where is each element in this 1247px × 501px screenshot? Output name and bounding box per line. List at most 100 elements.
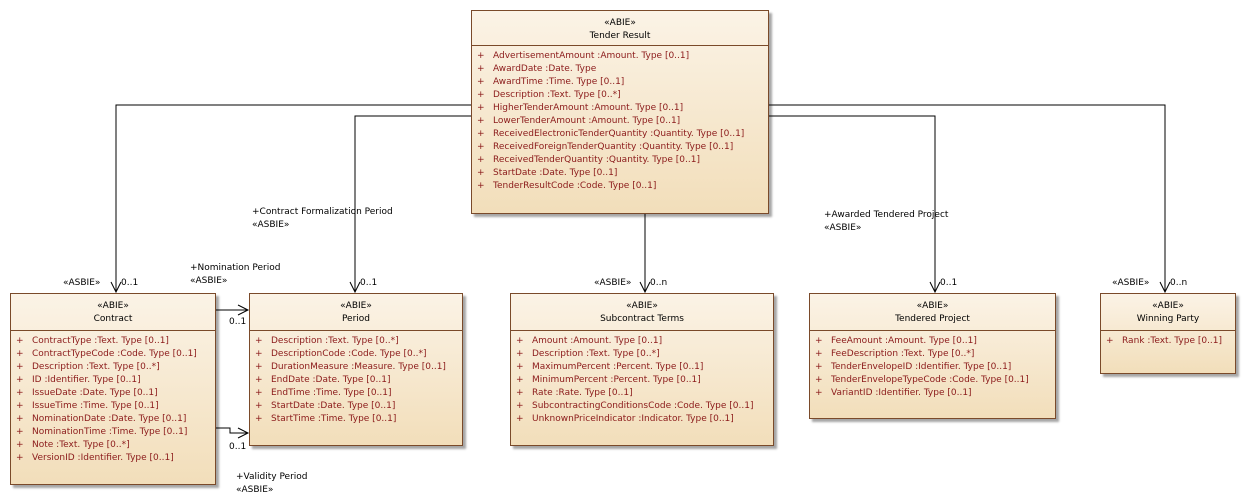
attribute-text: ContractTypeCode :Code. Type [0..1] [32,349,197,359]
class-header: «ABIE» Winning Party [1101,294,1235,331]
attribute-text: MinimumPercent :Percent. Type [0..1] [532,375,701,385]
attribute-text: Rank :Text. Type [0..1] [1122,336,1223,346]
class-header: «ABIE» Contract [11,294,215,331]
attribute-text: NominationDate :Date. Type [0..1] [32,414,187,424]
formalization-multiplicity: 0..1 [360,278,378,288]
attribute-list: + FeeAmount :Amount. Type [0..1] +FeeDescr… [810,331,1055,400]
public-visibility-marker: + [16,414,24,424]
attribute-row: +DescriptionCode :Code. Type [0..*] [250,348,462,361]
class-tendered-project[interactable]: «ABIE» Tendered Project + FeeAmount :Amou… [809,293,1056,419]
tendered-multiplicity: 0..1 [940,278,958,288]
class-header: «ABIE» Tendered Project [810,294,1055,331]
public-visibility-marker: + [516,375,524,385]
arrowhead-validity-period [237,427,250,439]
attribute-text: Description :Text. Type [0..*] [271,336,399,346]
public-visibility-marker: + [516,414,524,424]
attribute-text: FeeAmount :Amount. Type [0..1] [831,336,977,346]
attribute-list: +Rank :Text. Type [0..1] [1101,331,1235,348]
attribute-row: +StartTime :Time. Type [0..1] [250,413,462,426]
arrowhead-subcontract-terms [639,281,651,294]
attribute-text: ID :Identifier. Type [0..1] [32,375,141,385]
arrowhead-tendered-project [929,281,941,294]
public-visibility-marker: + [255,401,263,411]
attribute-row: +ID :Identifier. Type [0..1] [11,374,215,387]
attribute-row: +FeeDescription :Text. Type [0..*] [810,348,1055,361]
tendered-asbie-label: «ASBIE» [824,223,862,233]
class-header: «ABIE» Tender Result [472,11,768,46]
attribute-text: StartDate :Date. Type [0..1] [271,401,396,411]
class-winning-party[interactable]: «ABIE» Winning Party +Rank :Text. Type [… [1100,293,1236,374]
attribute-row: +ContractType :Text. Type [0..1] [11,335,215,348]
class-contract[interactable]: «ABIE» Contract +ContractType :Text. Typ… [10,293,216,485]
public-visibility-marker: + [516,362,524,372]
attribute-text: Note :Text. Type [0..*] [32,440,130,450]
class-subcontract-terms[interactable]: «ABIE» Subcontract Terms + Amount :Amount… [510,293,774,446]
attribute-row: + NominationDate :Date. Type [0..1] [11,413,215,426]
formalization-role-label: +Contract Formalization Period [252,207,393,217]
public-visibility-marker: + [255,336,263,346]
class-tender-result[interactable]: «ABIE» Tender Result +AdvertisementAmoun… [471,10,769,214]
validity-multiplicity: 0..1 [229,442,247,452]
association-formalization-period [354,115,472,292]
attribute-text: SubcontractingConditionsCode :Code. Type… [532,401,754,411]
arrowhead-nomination-period [237,304,250,316]
attribute-list: +ContractType :Text. Type [0..1]+Contrac… [11,331,215,465]
public-visibility-marker: + [815,336,823,346]
public-visibility-marker: + [477,64,485,74]
public-visibility-marker: + [477,168,485,178]
class-name: Contract [93,314,133,324]
class-stereotype: «ABIE» [1152,301,1184,311]
attribute-row: + VersionID :Identifier. Type [0..1] [11,452,215,465]
attribute-row: +TenderEnvelopeTypeCode :Code. Type [0..… [810,374,1055,387]
attribute-text: UnknownPriceIndicator :Indicator. Type [… [532,414,734,424]
attribute-text: VersionID :Identifier. Type [0..1] [32,453,174,463]
public-visibility-marker: + [477,155,485,165]
attribute-text: IssueTime :Time. Type [0..1] [32,401,159,411]
attribute-row: + StartDate :Date. Type [0..1] [472,167,768,180]
class-name: Tendered Project [895,314,970,324]
attribute-list: + Description :Text. Type [0..*] +Descript… [250,331,462,426]
attribute-row: +IssueTime :Time. Type [0..1] [11,400,215,413]
public-visibility-marker: + [16,453,24,463]
contract-asbie-label: «ASBIE» [63,278,101,288]
association-winning-party [768,104,1166,292]
public-visibility-marker: + [255,349,263,359]
formalization-asbie-label: «ASBIE» [252,220,290,230]
attribute-text: Amount :Amount. Type [0..1] [532,336,663,346]
arrowhead-winning-party [1159,281,1171,294]
attribute-row: + UnknownPriceIndicator :Indicator. Type … [511,413,773,426]
attribute-text: VariantID :Identifier. Type [0..1] [831,388,972,398]
public-visibility-marker: + [255,414,263,424]
class-stereotype: «ABIE» [626,301,658,311]
attribute-row: + FeeAmount :Amount. Type [0..1] [810,335,1055,348]
attribute-text: MaximumPercent :Percent. Type [0..1] [532,362,704,372]
attribute-text: IssueDate :Date. Type [0..1] [32,388,158,398]
class-name: Winning Party [1136,314,1200,324]
validity-role-label: +Validity Period [236,472,308,482]
public-visibility-marker: + [16,349,24,359]
public-visibility-marker: + [477,90,485,100]
attribute-text: TenderEnvelopeID :Identifier. Type [0..1… [831,362,1012,372]
attribute-list: +AdvertisementAmount :Amount. Type [0..1… [472,46,768,193]
class-header: «ABIE» Period [250,294,462,331]
class-period[interactable]: «ABIE» Period + Description :Text. Type [… [249,293,463,446]
public-visibility-marker: + [516,349,524,359]
attribute-text: HigherTenderAmount :Amount. Type [0..1] [493,103,684,113]
attribute-text: Description :Text. Type [0..*] [32,362,160,372]
attribute-row: + ContractTypeCode :Code. Type [0..1] [11,348,215,361]
nomination-asbie-label: «ASBIE» [190,276,228,286]
attribute-text: FeeDescription :Text. Type [0..*] [831,349,975,359]
association-contract [115,104,472,292]
attribute-row: + Description :Text. Type [0..*] [11,361,215,374]
attribute-text: StartDate :Date. Type [0..1] [493,168,618,178]
arrowhead-contract [110,281,122,294]
public-visibility-marker: + [16,362,24,372]
attribute-text: ReceivedElectronicTenderQuantity :Quanti… [493,129,745,139]
class-header: «ABIE» Subcontract Terms [511,294,773,331]
class-stereotype: «ABIE» [340,301,372,311]
attribute-text: TenderResultCode :Code. Type [0..1] [493,181,657,191]
attribute-row: + Description :Text. Type [0..*] [250,335,462,348]
attribute-text: ReceivedTenderQuantity :Quantity. Type [… [493,155,700,165]
public-visibility-marker: + [477,51,485,61]
